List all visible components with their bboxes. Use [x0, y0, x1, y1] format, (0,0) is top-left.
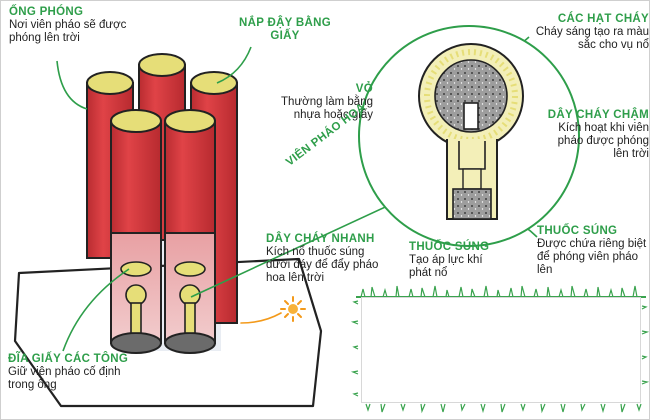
detail-lift-powder [452, 188, 492, 220]
label-stars-title: CÁC HẠT CHÁY [557, 13, 649, 25]
firework-detail-view [358, 25, 580, 247]
label-launch-tube-title: ỐNG PHÓNG [9, 6, 84, 18]
label-shell-text: Thường làm bằng nhựa hoặc giấy [281, 96, 373, 121]
label-slow-fuse: DÂY CHÁY CHẬM Kích hoạt khi viên pháo đư… [541, 109, 649, 161]
callout-lid [216, 46, 252, 84]
label-stars: CÁC HẠT CHÁY Cháy sáng tạo ra màu sắc ch… [531, 13, 649, 52]
blank-note-box [361, 297, 641, 403]
detail-stars-ring [424, 49, 518, 143]
label-separate-powder-title: THUỐC SÚNG [537, 225, 618, 237]
label-stars-text: Cháy sáng tạo ra màu sắc cho vụ nổ [535, 26, 649, 51]
label-paper-lid-title: NẮP ĐẬY BẰNG GIẤY [239, 17, 331, 42]
detail-burst-powder [434, 59, 508, 133]
label-paper-lid: NẮP ĐẬY BẰNG GIẤY [235, 17, 335, 43]
label-cardboard-disc: ĐĨA GIẤY CÁC TÔNG Giữ viên pháo cố định … [8, 353, 138, 392]
detail-slow-fuse [463, 102, 479, 130]
label-lift-powder-text: Tạo áp lực khí phát nổ [409, 254, 483, 279]
label-shell: VỎ Thường làm bằng nhựa hoặc giấy [253, 83, 373, 122]
label-separate-powder-text: Được chứa riêng biệt để phóng viên pháo … [537, 238, 647, 276]
label-slow-fuse-title: DÂY CHÁY CHẬM [547, 109, 649, 121]
callout-tube [56, 60, 88, 110]
label-launch-tube: ỐNG PHÓNG Nơi viên pháo sẽ được phóng lê… [9, 6, 159, 45]
inner-shell-left [120, 261, 152, 334]
label-fast-fuse: DÂY CHÁY NHANH Kích nổ thuốc súng dưới đ… [266, 233, 386, 285]
inner-shell-right [174, 261, 206, 334]
label-cardboard-disc-title: ĐĨA GIẤY CÁC TÔNG [8, 353, 129, 365]
callout-disc [62, 268, 130, 352]
label-fast-fuse-title: DÂY CHÁY NHANH [266, 233, 375, 245]
label-lift-powder: THUỐC SÚNG Tạo áp lực khí phát nổ [409, 241, 499, 280]
spark-icon [240, 296, 306, 324]
label-slow-fuse-text: Kích hoạt khi viên pháo được phóng lên t… [557, 122, 649, 160]
label-fast-fuse-text: Kích nổ thuốc súng dưới đáy để đẩy pháo … [266, 246, 379, 284]
label-launch-tube-text: Nơi viên pháo sẽ được phóng lên trời [9, 19, 127, 44]
label-separate-powder: THUỐC SÚNG Được chứa riêng biệt để phóng… [537, 225, 649, 277]
label-shell-title: VỎ [355, 83, 373, 95]
label-cardboard-disc-text: Giữ viên pháo cố định trong ống [8, 366, 121, 391]
base-platform [13, 257, 323, 408]
label-lift-powder-title: THUỐC SÚNG [409, 241, 490, 253]
